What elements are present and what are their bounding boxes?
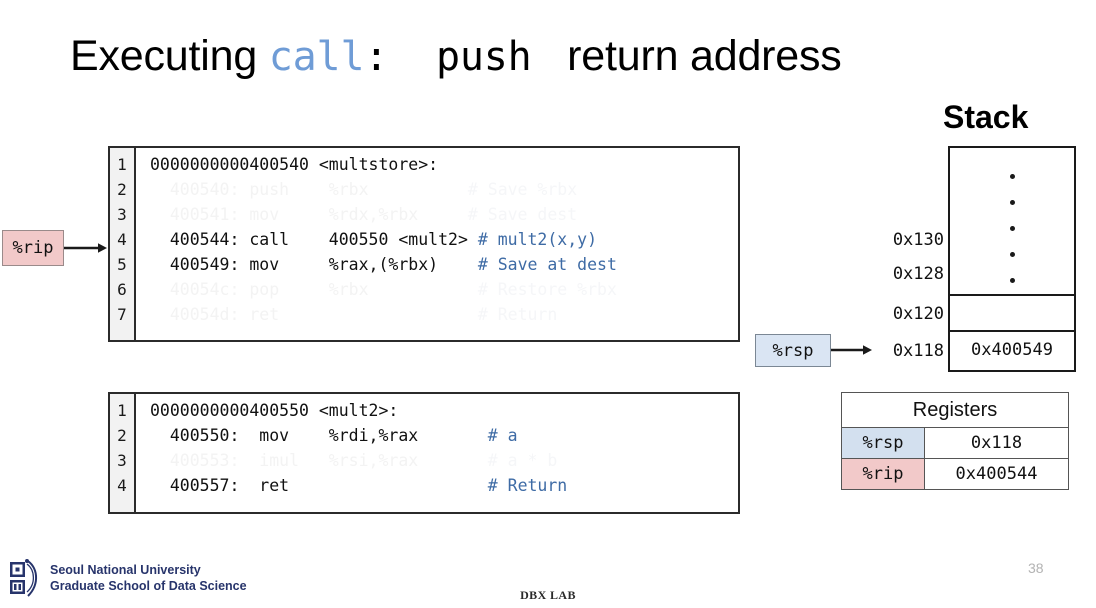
line-number: 5 — [117, 255, 127, 274]
table-row: %rsp 0x118 — [841, 427, 1069, 459]
stack-heading: Stack — [943, 99, 1029, 135]
code-comment: # a * b — [487, 451, 558, 470]
code-line: 40054d: ret # Return — [150, 302, 738, 327]
ellipsis-dot-icon — [1009, 226, 1015, 231]
code-text: 40054c: pop %rbx — [150, 280, 478, 299]
register-name-rsp: %rsp — [841, 427, 925, 459]
stack-cell-return-address: 0x400549 — [971, 340, 1053, 360]
code-line: 400557: ret # Return — [150, 473, 738, 498]
code-comment: # Save dest — [467, 205, 578, 224]
line-number: 1 — [117, 401, 127, 420]
code-comment: # a — [487, 426, 518, 445]
page-number: 38 — [1028, 560, 1044, 576]
stack-address-label: 0x130 — [892, 230, 944, 250]
code-text: 0000000000400540 <multstore>: — [150, 155, 439, 174]
code-text: 400553: imul %rsi,%rax — [150, 451, 488, 470]
code-text: 400557: ret — [150, 476, 488, 495]
code-line: 400541: mov %rdx,%rbx # Save dest — [150, 202, 738, 227]
code-comment: # Return — [487, 476, 568, 495]
title-suffix: return address — [555, 32, 842, 80]
line-number: 6 — [117, 280, 127, 299]
code-block-2-gutter: 1 2 3 4 — [110, 394, 136, 512]
code-text: 0000000000400550 <mult2>: — [150, 401, 399, 420]
title-prefix: Executing — [70, 32, 269, 80]
line-number: 1 — [117, 155, 127, 174]
code-comment: # Return — [477, 305, 558, 324]
code-line: 40054c: pop %rbx # Restore %rbx — [150, 277, 738, 302]
code-comment: # Save at dest — [477, 255, 617, 274]
code-comment: # mult2(x,y) — [477, 230, 598, 249]
footer-org-line1: Seoul National University — [50, 563, 201, 577]
register-name-rip: %rip — [841, 458, 925, 490]
footer-logo: Seoul National University Graduate Schoo… — [8, 558, 247, 598]
page-title: Executing call: push return address — [70, 32, 842, 81]
rsp-pointer-box: %rsp — [755, 334, 831, 367]
title-colon: : — [364, 34, 389, 80]
code-text: 400544: call 400550 <mult2> — [150, 230, 478, 249]
stack-cell-empty — [950, 296, 1074, 332]
line-number: 7 — [117, 305, 127, 324]
code-block-mult2: 1 2 3 4 0000000000400550 <mult2>: 400550… — [108, 392, 740, 514]
register-value-rip: 0x400544 — [924, 458, 1069, 490]
ellipsis-dot-icon — [1009, 278, 1015, 283]
code-block-1-gutter: 1 2 3 4 5 6 7 — [110, 148, 136, 340]
code-line: 400540: push %rbx # Save %rbx — [150, 177, 738, 202]
stack-box: 0x400549 — [948, 146, 1076, 372]
line-number: 3 — [117, 451, 127, 470]
footer-center-label: DBX LAB — [520, 588, 576, 602]
code-text: 400550: mov %rdi,%rax — [150, 426, 488, 445]
code-text: 400549: mov %rax,(%rbx) — [150, 255, 478, 274]
title-suffix-mono: push — [388, 34, 556, 80]
ellipsis-dot-icon — [1009, 174, 1015, 179]
code-text: 40054d: ret — [150, 305, 478, 324]
code-line: 0000000000400550 <mult2>: — [150, 398, 738, 423]
register-value-rsp: 0x118 — [924, 427, 1069, 459]
stack-address-label: 0x128 — [892, 264, 944, 284]
code-text: 400540: push %rbx — [150, 180, 468, 199]
code-line: 400553: imul %rsi,%rax # a * b — [150, 448, 738, 473]
ellipsis-dot-icon — [1009, 200, 1015, 205]
line-number: 4 — [117, 230, 127, 249]
code-line: 0000000000400540 <multstore>: — [150, 152, 738, 177]
code-line: 400544: call 400550 <mult2> # mult2(x,y) — [150, 227, 738, 252]
code-comment: # Restore %rbx — [477, 280, 617, 299]
line-number: 3 — [117, 205, 127, 224]
line-number: 4 — [117, 476, 127, 495]
line-number: 2 — [117, 180, 127, 199]
stack-address-label: 0x118 — [892, 341, 944, 361]
rip-arrow-icon — [64, 243, 107, 253]
registers-table: Registers %rsp 0x118 %rip 0x400544 — [841, 392, 1069, 490]
footer-org-line2: Graduate School of Data Science — [50, 579, 247, 593]
code-block-multstore: 1 2 3 4 5 6 7 0000000000400540 <multstor… — [108, 146, 740, 342]
rsp-pointer-label: %rsp — [772, 340, 814, 361]
footer-logo-text: Seoul National University Graduate Schoo… — [50, 562, 247, 594]
code-block-2-body: 0000000000400550 <mult2>: 400550: mov %r… — [136, 394, 738, 512]
table-row: %rip 0x400544 — [841, 458, 1069, 490]
title-keyword-call: call — [268, 34, 365, 80]
code-line: 400550: mov %rdi,%rax # a — [150, 423, 738, 448]
university-emblem-icon — [10, 559, 37, 597]
code-line: 400549: mov %rax,(%rbx) # Save at dest — [150, 252, 738, 277]
line-number: 2 — [117, 426, 127, 445]
stack-address-label: 0x120 — [892, 304, 944, 324]
ellipsis-dot-icon — [1009, 252, 1015, 257]
rip-pointer-box: %rip — [2, 230, 64, 266]
code-block-1-body: 0000000000400540 <multstore>: 400540: pu… — [136, 148, 738, 340]
registers-heading: Registers — [841, 392, 1069, 428]
table-row: Registers — [841, 392, 1069, 428]
code-text: 400541: mov %rdx,%rbx — [150, 205, 468, 224]
code-comment: # Save %rbx — [467, 180, 578, 199]
rsp-arrow-icon — [831, 345, 872, 355]
rip-pointer-label: %rip — [12, 238, 54, 258]
stack-cell-ellipsis — [950, 148, 1074, 296]
